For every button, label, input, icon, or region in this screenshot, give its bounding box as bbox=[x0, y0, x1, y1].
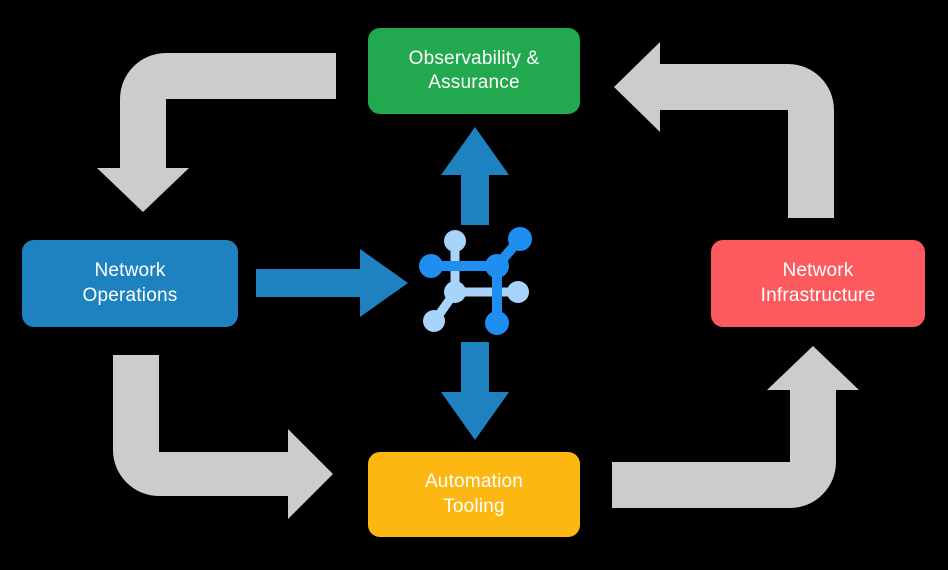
node-network-infrastructure[interactable]: Network Infrastructure bbox=[711, 240, 925, 327]
node-automation-tooling[interactable]: Automation Tooling bbox=[368, 452, 580, 537]
cycle-arrow-observability-to-operations bbox=[97, 53, 336, 212]
node-observability-assurance[interactable]: Observability & Assurance bbox=[368, 28, 580, 114]
cycle-arrow-automation-to-infrastructure bbox=[612, 346, 859, 508]
center-arrow-down bbox=[441, 342, 509, 440]
center-arrow-right bbox=[256, 249, 408, 317]
cycle-arrow-operations-to-automation bbox=[113, 355, 333, 519]
cycle-arrow-infrastructure-to-observability bbox=[614, 42, 834, 218]
network-topology-icon bbox=[419, 227, 532, 335]
center-arrow-up bbox=[441, 127, 509, 225]
node-network-operations[interactable]: Network Operations bbox=[22, 240, 238, 327]
